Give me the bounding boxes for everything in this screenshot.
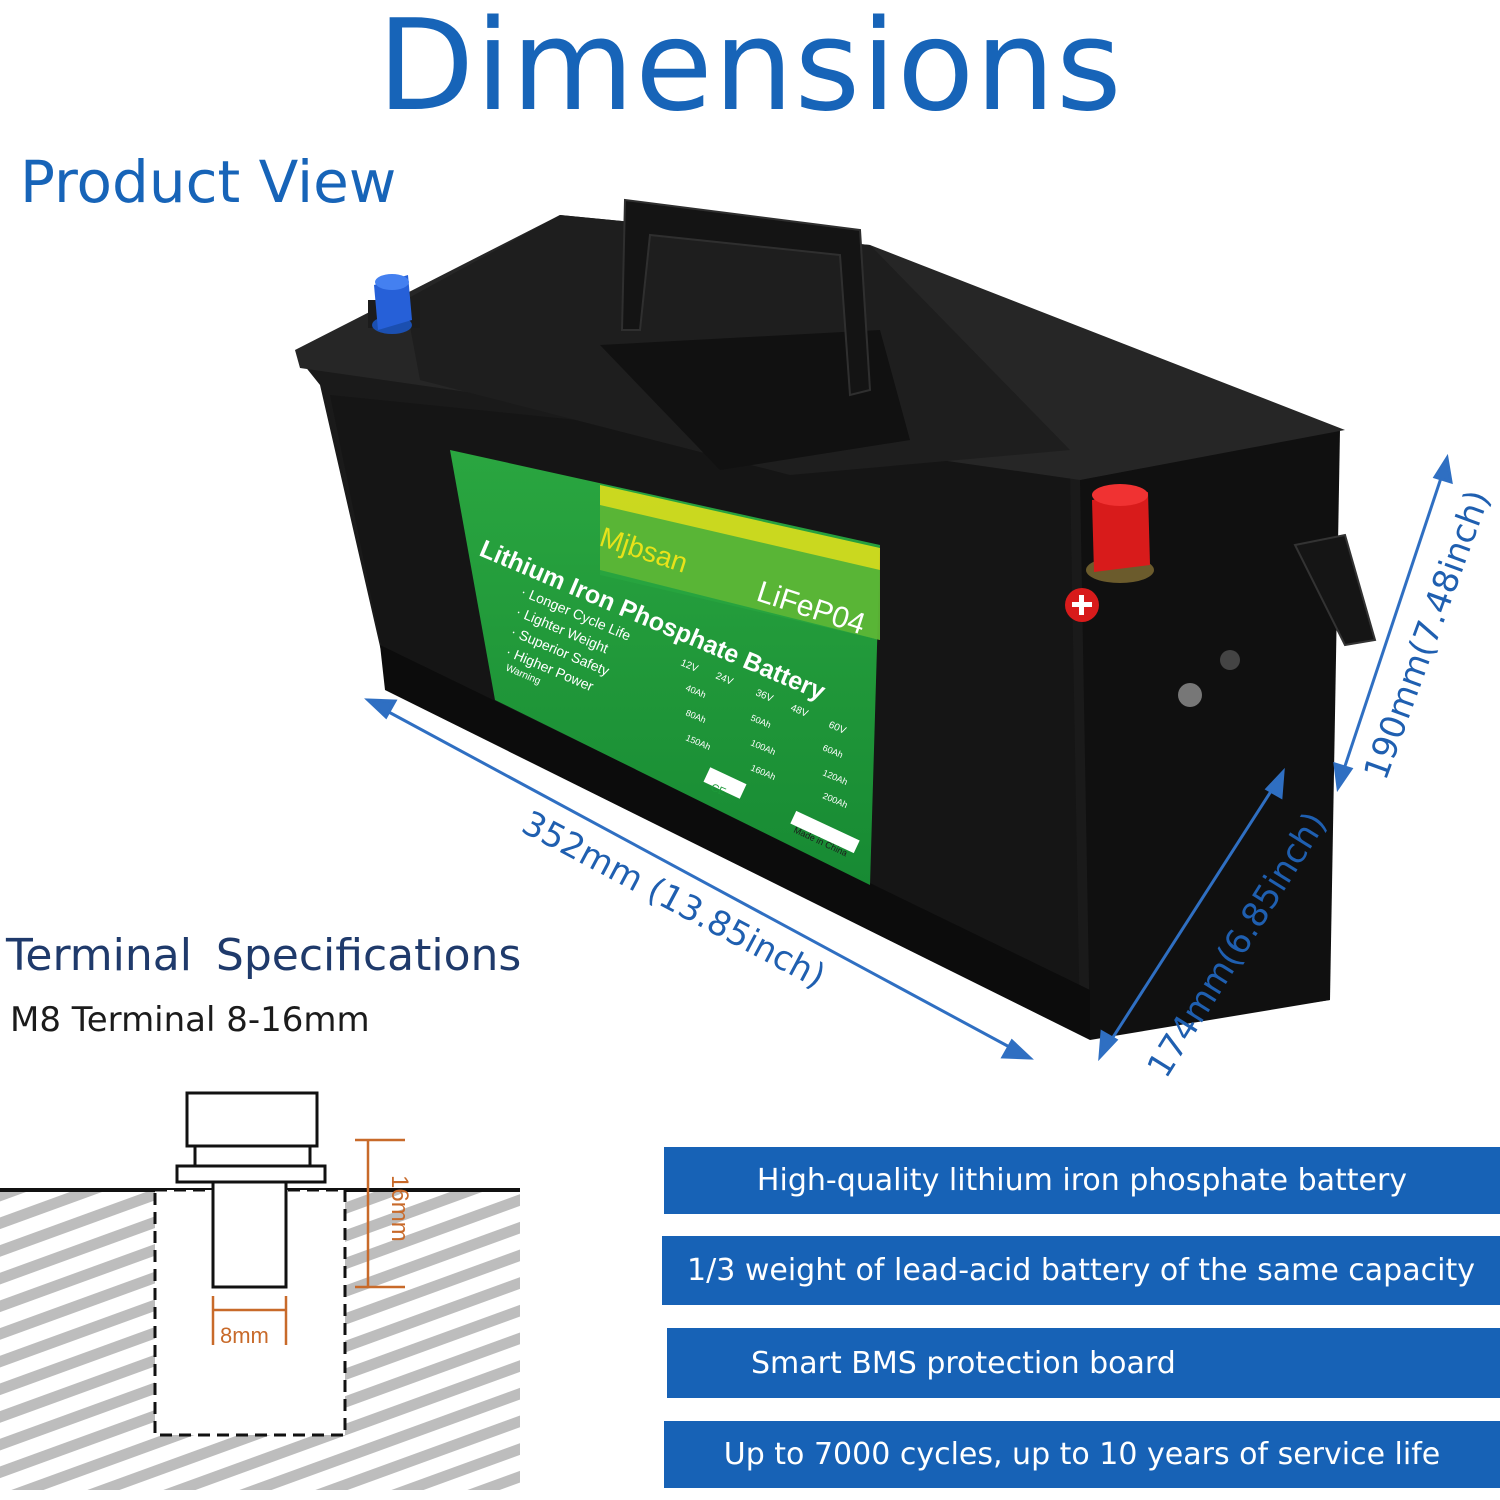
terminal-specifications-heading: Terminal Specifications bbox=[6, 930, 522, 981]
terminal-diagram bbox=[0, 1091, 520, 1490]
dimension-arrows bbox=[364, 453, 1453, 1062]
feature-banner: High-quality lithium iron phosphate batt… bbox=[664, 1147, 1500, 1214]
feature-banner: Smart BMS protection board bbox=[667, 1328, 1500, 1398]
ce-mark: CE bbox=[709, 782, 728, 799]
diameter-label: 8mm bbox=[220, 1323, 269, 1348]
feature-banner: 1/3 weight of lead-acid battery of the s… bbox=[662, 1236, 1500, 1305]
feature-banner: Up to 7000 cycles, up to 10 years of ser… bbox=[664, 1421, 1500, 1488]
negative-terminal bbox=[368, 274, 420, 334]
product-view-heading: Product View bbox=[20, 148, 397, 216]
battery-label bbox=[450, 450, 880, 885]
depth-label: 16mm bbox=[386, 1175, 413, 1242]
positive-terminal bbox=[1065, 484, 1154, 622]
terminal-specifications-subtitle: M8 Terminal 8-16mm bbox=[10, 1000, 370, 1040]
usb-port bbox=[1178, 533, 1377, 707]
page-title: Dimensions bbox=[377, 0, 1123, 139]
